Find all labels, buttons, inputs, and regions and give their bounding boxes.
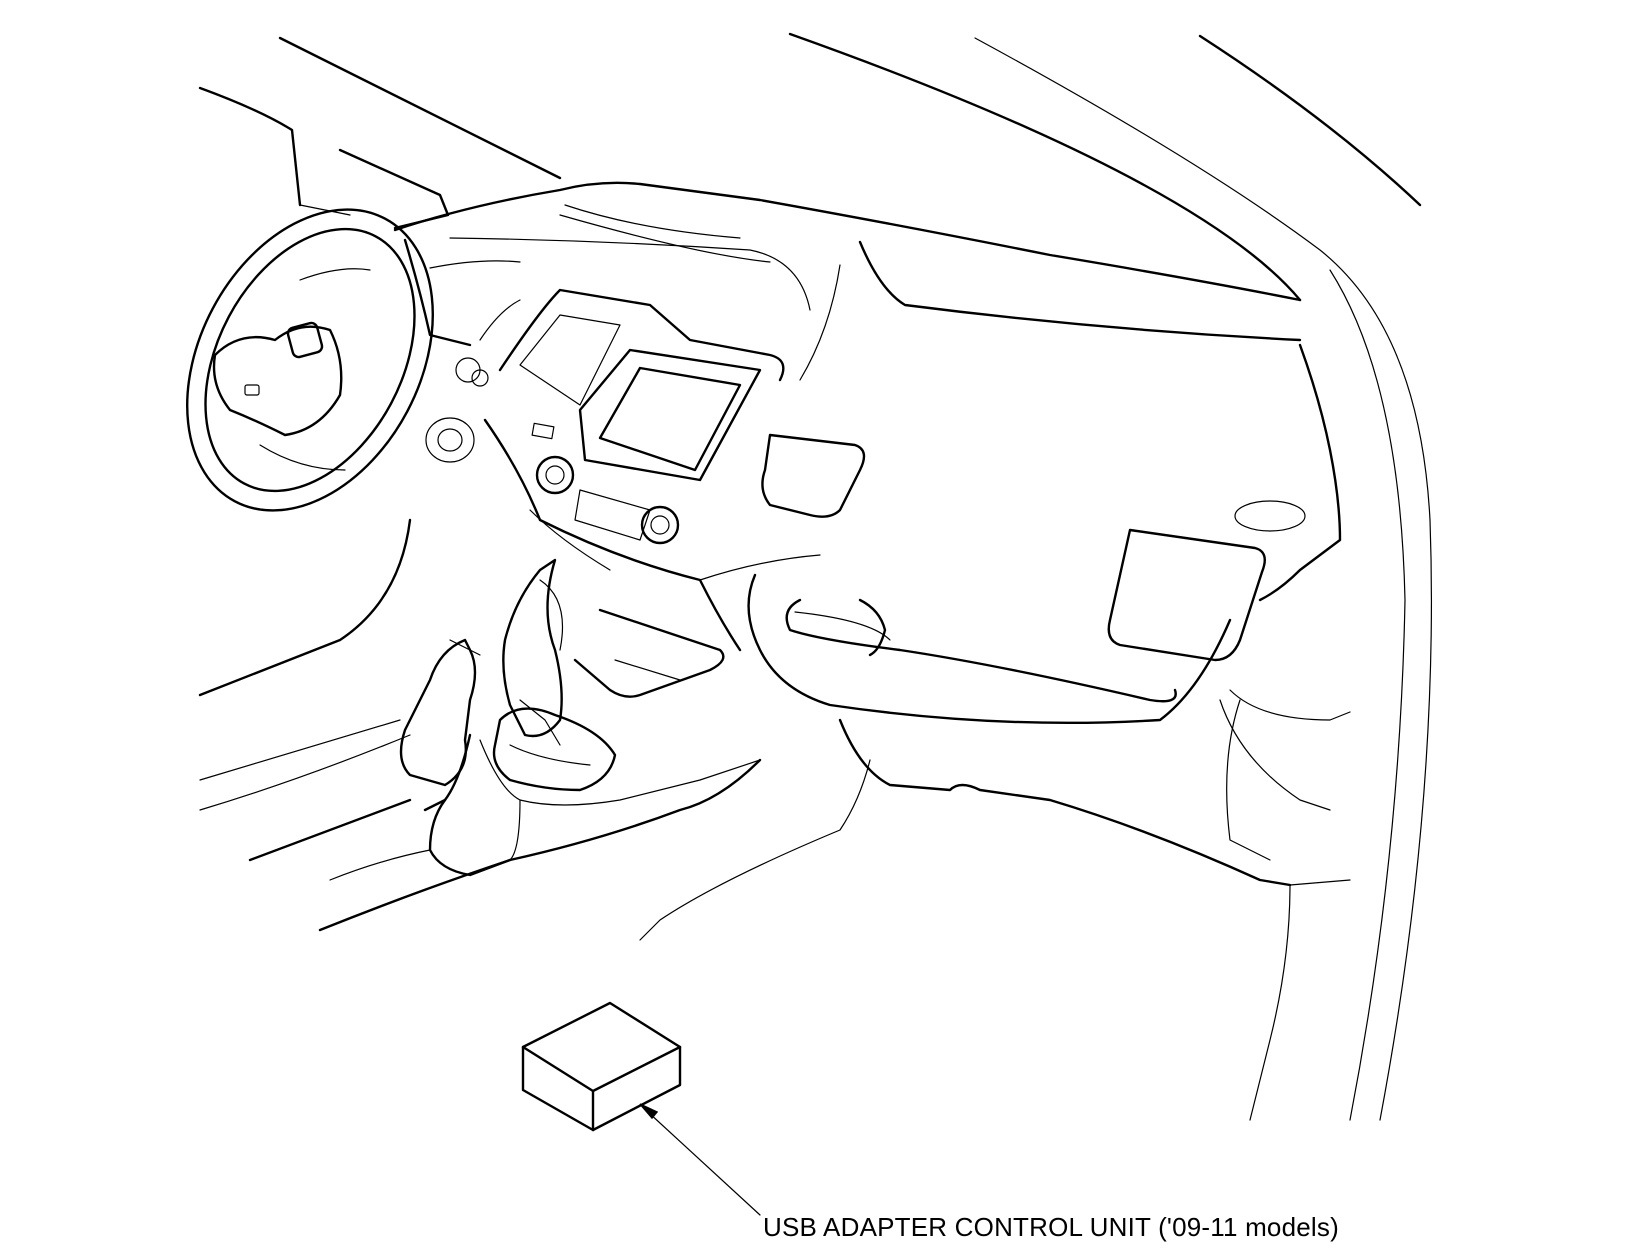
passenger-dashboard [747,343,1351,811]
center-stack [483,288,821,652]
lower-dashboard [639,699,1351,1121]
dashboard-top [393,181,1302,381]
callout-leader [639,1103,761,1216]
steering-wheel [186,208,434,512]
arrowhead-icon [639,1103,659,1120]
center-console [199,558,762,932]
windshield-lines [278,32,1433,1121]
callout-label: USB ADAPTER CONTROL UNIT ('09-11 models) [763,1212,1339,1242]
left-door-frame [198,86,450,811]
instrument-cluster [403,238,521,463]
usb-adapter-control-unit [521,1001,682,1132]
